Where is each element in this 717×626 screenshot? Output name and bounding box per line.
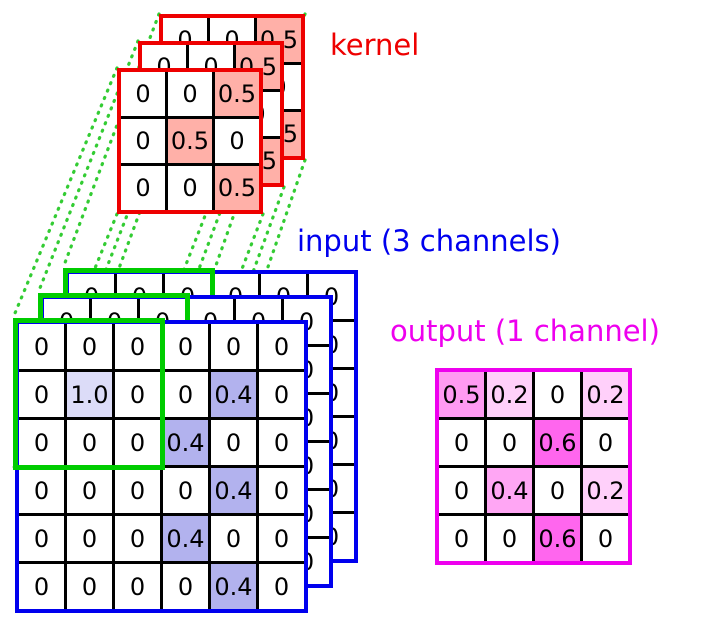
- grid-cell: 0: [19, 372, 64, 417]
- grid-cell: 0: [535, 468, 580, 513]
- grid-cell: 0: [487, 420, 532, 465]
- grid-cell: 0: [259, 516, 304, 561]
- grid-cell: 0.4: [211, 372, 256, 417]
- grid-cell: 0: [19, 420, 64, 465]
- grid-cell: 0.4: [163, 420, 208, 465]
- grid-cell: 0: [115, 468, 160, 513]
- grid-cell: 0: [583, 420, 628, 465]
- grid-cell: 0: [259, 372, 304, 417]
- grid-cell: 0: [163, 564, 208, 609]
- grid-cell: 0: [259, 564, 304, 609]
- grid-cell: 0: [19, 468, 64, 513]
- grid-cell: 0.5: [215, 72, 259, 116]
- grid-cell: 0: [259, 468, 304, 513]
- grid-cell: 0: [259, 324, 304, 369]
- projection-line: [61, 12, 161, 270]
- projection-line: [11, 66, 119, 320]
- grid-cell: 0: [121, 119, 165, 163]
- grid-cell: 0: [168, 166, 212, 210]
- grid-cell: 0.6: [535, 516, 580, 561]
- grid-cell: 0.5: [168, 119, 212, 163]
- grid-cell: 0.4: [163, 516, 208, 561]
- grid-cell: 0: [583, 516, 628, 561]
- grid-cell: 0: [211, 516, 256, 561]
- grid-cell: 0: [211, 324, 256, 369]
- grid-cell: 0: [121, 166, 165, 210]
- grid-cell: 0: [487, 516, 532, 561]
- grid-cell: 0: [67, 516, 112, 561]
- grid-cell: 0: [259, 420, 304, 465]
- grid-cell: 0: [163, 468, 208, 513]
- grid-cell: 0: [215, 119, 259, 163]
- grid-cell: 0: [19, 324, 64, 369]
- grid-cell: 0.5: [215, 166, 259, 210]
- grid-cell: 0: [67, 468, 112, 513]
- grid-cell: 0: [67, 564, 112, 609]
- output-label: output (1 channel): [390, 314, 660, 348]
- grid-cell: 0: [163, 324, 208, 369]
- grid-cell: 0: [168, 72, 212, 116]
- grid-cell: 0: [115, 372, 160, 417]
- grid-cell: 0.2: [583, 468, 628, 513]
- grid-cell: 0: [115, 420, 160, 465]
- grid-cell: 0: [439, 420, 484, 465]
- grid-cell: 0.6: [535, 420, 580, 465]
- grid-cell: 0.4: [211, 468, 256, 513]
- grid-cell: 0: [121, 72, 165, 116]
- kernel-label: kernel: [330, 28, 420, 62]
- grid-cell: 0: [163, 372, 208, 417]
- projection-line: [36, 39, 140, 295]
- grid-cell: 0: [19, 564, 64, 609]
- grid-cell: 0: [19, 516, 64, 561]
- grid-cell: 1.0: [67, 372, 112, 417]
- grid-cell: 0.5: [439, 372, 484, 417]
- grid-cell: 0: [535, 372, 580, 417]
- grid-cell: 0.4: [487, 468, 532, 513]
- grid-cell: 0: [115, 324, 160, 369]
- grid-cell: 0: [67, 420, 112, 465]
- grid-cell: 0.2: [487, 372, 532, 417]
- grid-cell: 0: [439, 516, 484, 561]
- grid-cell: 0: [439, 468, 484, 513]
- grid-cell: 0: [211, 420, 256, 465]
- grid-cell: 0.4: [211, 564, 256, 609]
- grid-cell: 0.2: [583, 372, 628, 417]
- grid-cell: 0: [115, 564, 160, 609]
- grid-cell: 0: [67, 324, 112, 369]
- input-label: input (3 channels): [297, 224, 561, 258]
- grid-cell: 0: [115, 516, 160, 561]
